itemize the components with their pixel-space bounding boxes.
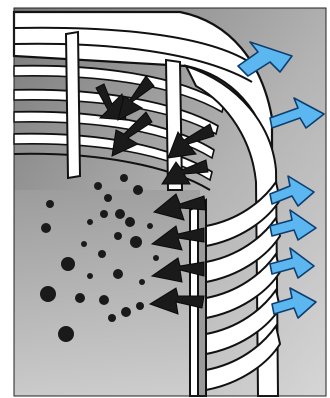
particle: [120, 174, 128, 182]
particle: [121, 307, 131, 317]
particle: [130, 236, 142, 248]
figure-frame: [13, 7, 327, 397]
particle: [114, 232, 122, 240]
particle: [104, 194, 112, 202]
inner-floor: [14, 190, 200, 396]
particle: [61, 257, 75, 271]
particle: [100, 210, 108, 218]
black-inner-flow-arrow-icon: [111, 111, 153, 157]
particles: [40, 174, 159, 342]
particle: [125, 217, 135, 227]
black-inner-flow-arrow-icon: [148, 287, 205, 315]
particle: [115, 209, 125, 219]
exterior-inflow-arrows: [237, 41, 325, 319]
blue-inflow-arrow-icon: [269, 175, 315, 207]
blue-inflow-arrow-icon: [271, 287, 317, 319]
blue-inflow-arrow-icon: [269, 247, 315, 279]
particle: [113, 269, 123, 279]
particle: [108, 314, 116, 322]
black-inner-flow-arrow-icon: [167, 123, 215, 159]
particle: [87, 219, 93, 225]
particle: [133, 185, 143, 195]
particle: [41, 223, 51, 233]
particle: [98, 250, 106, 258]
particle: [87, 273, 93, 279]
particle: [136, 302, 144, 310]
support-post-left: [64, 30, 82, 180]
blue-inflow-arrow-icon: [237, 41, 293, 77]
inner-flow-arrows: [95, 75, 215, 315]
black-inner-flow-arrow-icon: [161, 159, 209, 185]
black-inner-flow-arrow-icon: [150, 257, 205, 283]
particle: [81, 241, 87, 247]
particle: [58, 326, 74, 342]
inner-wall-ring-faces: [13, 64, 225, 182]
blue-inflow-arrow-icon: [269, 97, 325, 129]
particle: [94, 182, 102, 190]
particle: [75, 293, 85, 303]
black-inner-flow-arrow-icon: [117, 75, 155, 121]
particle: [147, 223, 153, 229]
blue-inflow-arrow-icon: [269, 209, 317, 241]
particle: [153, 255, 159, 261]
particle: [40, 286, 56, 302]
particle: [139, 279, 145, 285]
particle: [46, 200, 54, 208]
black-inner-flow-arrow-icon: [152, 193, 207, 221]
black-inner-flow-arrow-icon: [150, 225, 205, 251]
particle: [99, 295, 109, 305]
